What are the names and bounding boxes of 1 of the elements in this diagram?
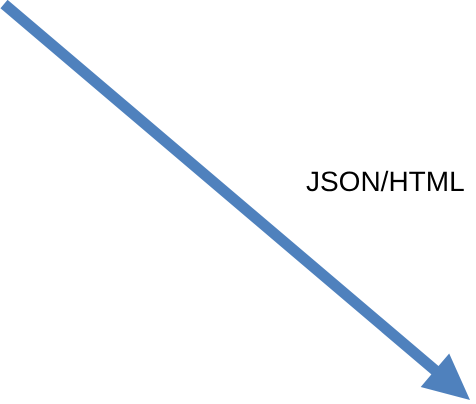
arrow-label: JSON/HTML	[306, 168, 465, 196]
